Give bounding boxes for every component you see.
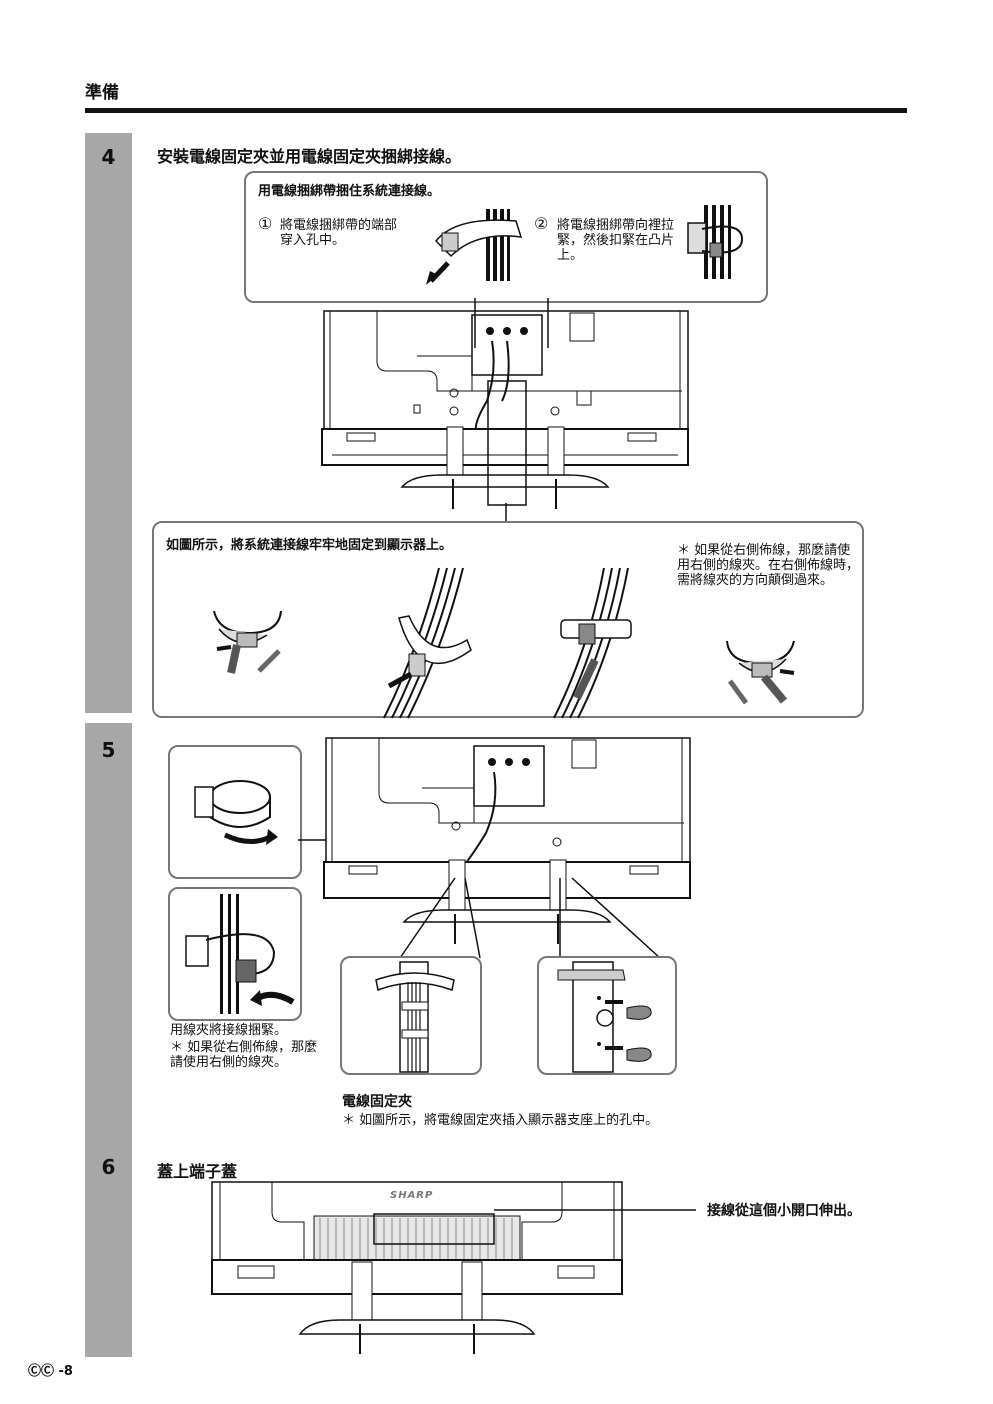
step5-callout-wedges (399, 877, 661, 959)
step6-callout-line (494, 1209, 696, 1211)
step2-marker: ② (534, 214, 549, 233)
step1-text: 將電線捆綁帶的端部穿入孔中。 (280, 218, 398, 248)
fixer-left-illustration (375, 961, 455, 1073)
tv-rear-panel-step4 (321, 310, 689, 509)
tie-tightening-illustration (687, 205, 744, 279)
clamp-detail-box-2 (168, 887, 302, 1021)
clamp-closed-illustration (553, 567, 632, 719)
step6-number: 6 (101, 1155, 116, 1179)
step5-note: ＊ 如果從右側佈線，那麼請使用右側的線夾。 (170, 1040, 318, 1070)
tv-rear-panel-step6 (211, 1181, 623, 1354)
tv-rear-panel-step5 (323, 737, 691, 944)
fixer-title: 電線固定夾 (342, 1094, 412, 1110)
clamp-instruction-box: 如圖所示，將系統連接線牢牢地固定到顯示器上。 ＊ 如果從右側佈線，那麼請使用右側… (152, 521, 864, 719)
clamp-ring-illustration (194, 780, 278, 845)
header-rule (85, 108, 907, 113)
cable-fixer-detail-left (340, 956, 482, 1075)
step5-bar (85, 723, 132, 1153)
cable-fixer-detail-right (537, 956, 677, 1075)
tie-box-title: 用電線捆綁帶捆住系統連接線。 (258, 184, 441, 199)
step4-bar (85, 133, 132, 713)
page-label: ⒸⒸ -8 (28, 1364, 73, 1379)
step5-number: 5 (101, 738, 116, 762)
tie-instruction-box: 用電線捆綁帶捆住系統連接線。 ① 將電線捆綁帶的端部穿入孔中。 ② 將電線捆綁帶… (244, 171, 768, 303)
step5-caption: 用線夾將接線捆緊。 (170, 1023, 288, 1038)
brand-logo: SHARP (390, 1190, 434, 1201)
step6-title: 蓋上端子蓋 (157, 1162, 238, 1181)
fixer-note: ＊ 如圖所示，將電線固定夾插入顯示器支座上的孔中。 (342, 1113, 659, 1128)
tie-threading-illustration (426, 209, 523, 285)
step6-bar (85, 1143, 132, 1357)
clamp-open-illustration (213, 610, 282, 674)
section-title: 準備 (85, 83, 119, 103)
clamp-bundled-illustration (185, 894, 295, 1014)
step6-callout: 接線從這個小開口伸出。 (707, 1203, 861, 1219)
fixer-right-illustration (557, 961, 652, 1073)
connector-line-bottom (505, 503, 507, 523)
step4-number: 4 (101, 145, 116, 169)
connector-lines-step4 (474, 298, 549, 348)
step2-text: 將電線捆綁帶向裡拉緊，然後扣緊在凸片上。 (557, 218, 675, 263)
step1-marker: ① (258, 214, 273, 233)
clamp-box-note: ＊ 如果從右側佈線，那麼請使用右側的線夾。在右側佈線時，需將線夾的方向顛倒過來。 (677, 543, 860, 588)
clamp-reversed-illustration (726, 640, 795, 705)
clamp-box-title: 如圖所示，將系統連接線牢牢地固定到顯示器上。 (166, 538, 453, 553)
clamp-detail-box-1 (168, 745, 302, 879)
step4-title: 安裝電線固定夾並用電線固定夾捆綁接線。 (157, 147, 462, 166)
clamp-wrap-illustration (383, 567, 472, 719)
